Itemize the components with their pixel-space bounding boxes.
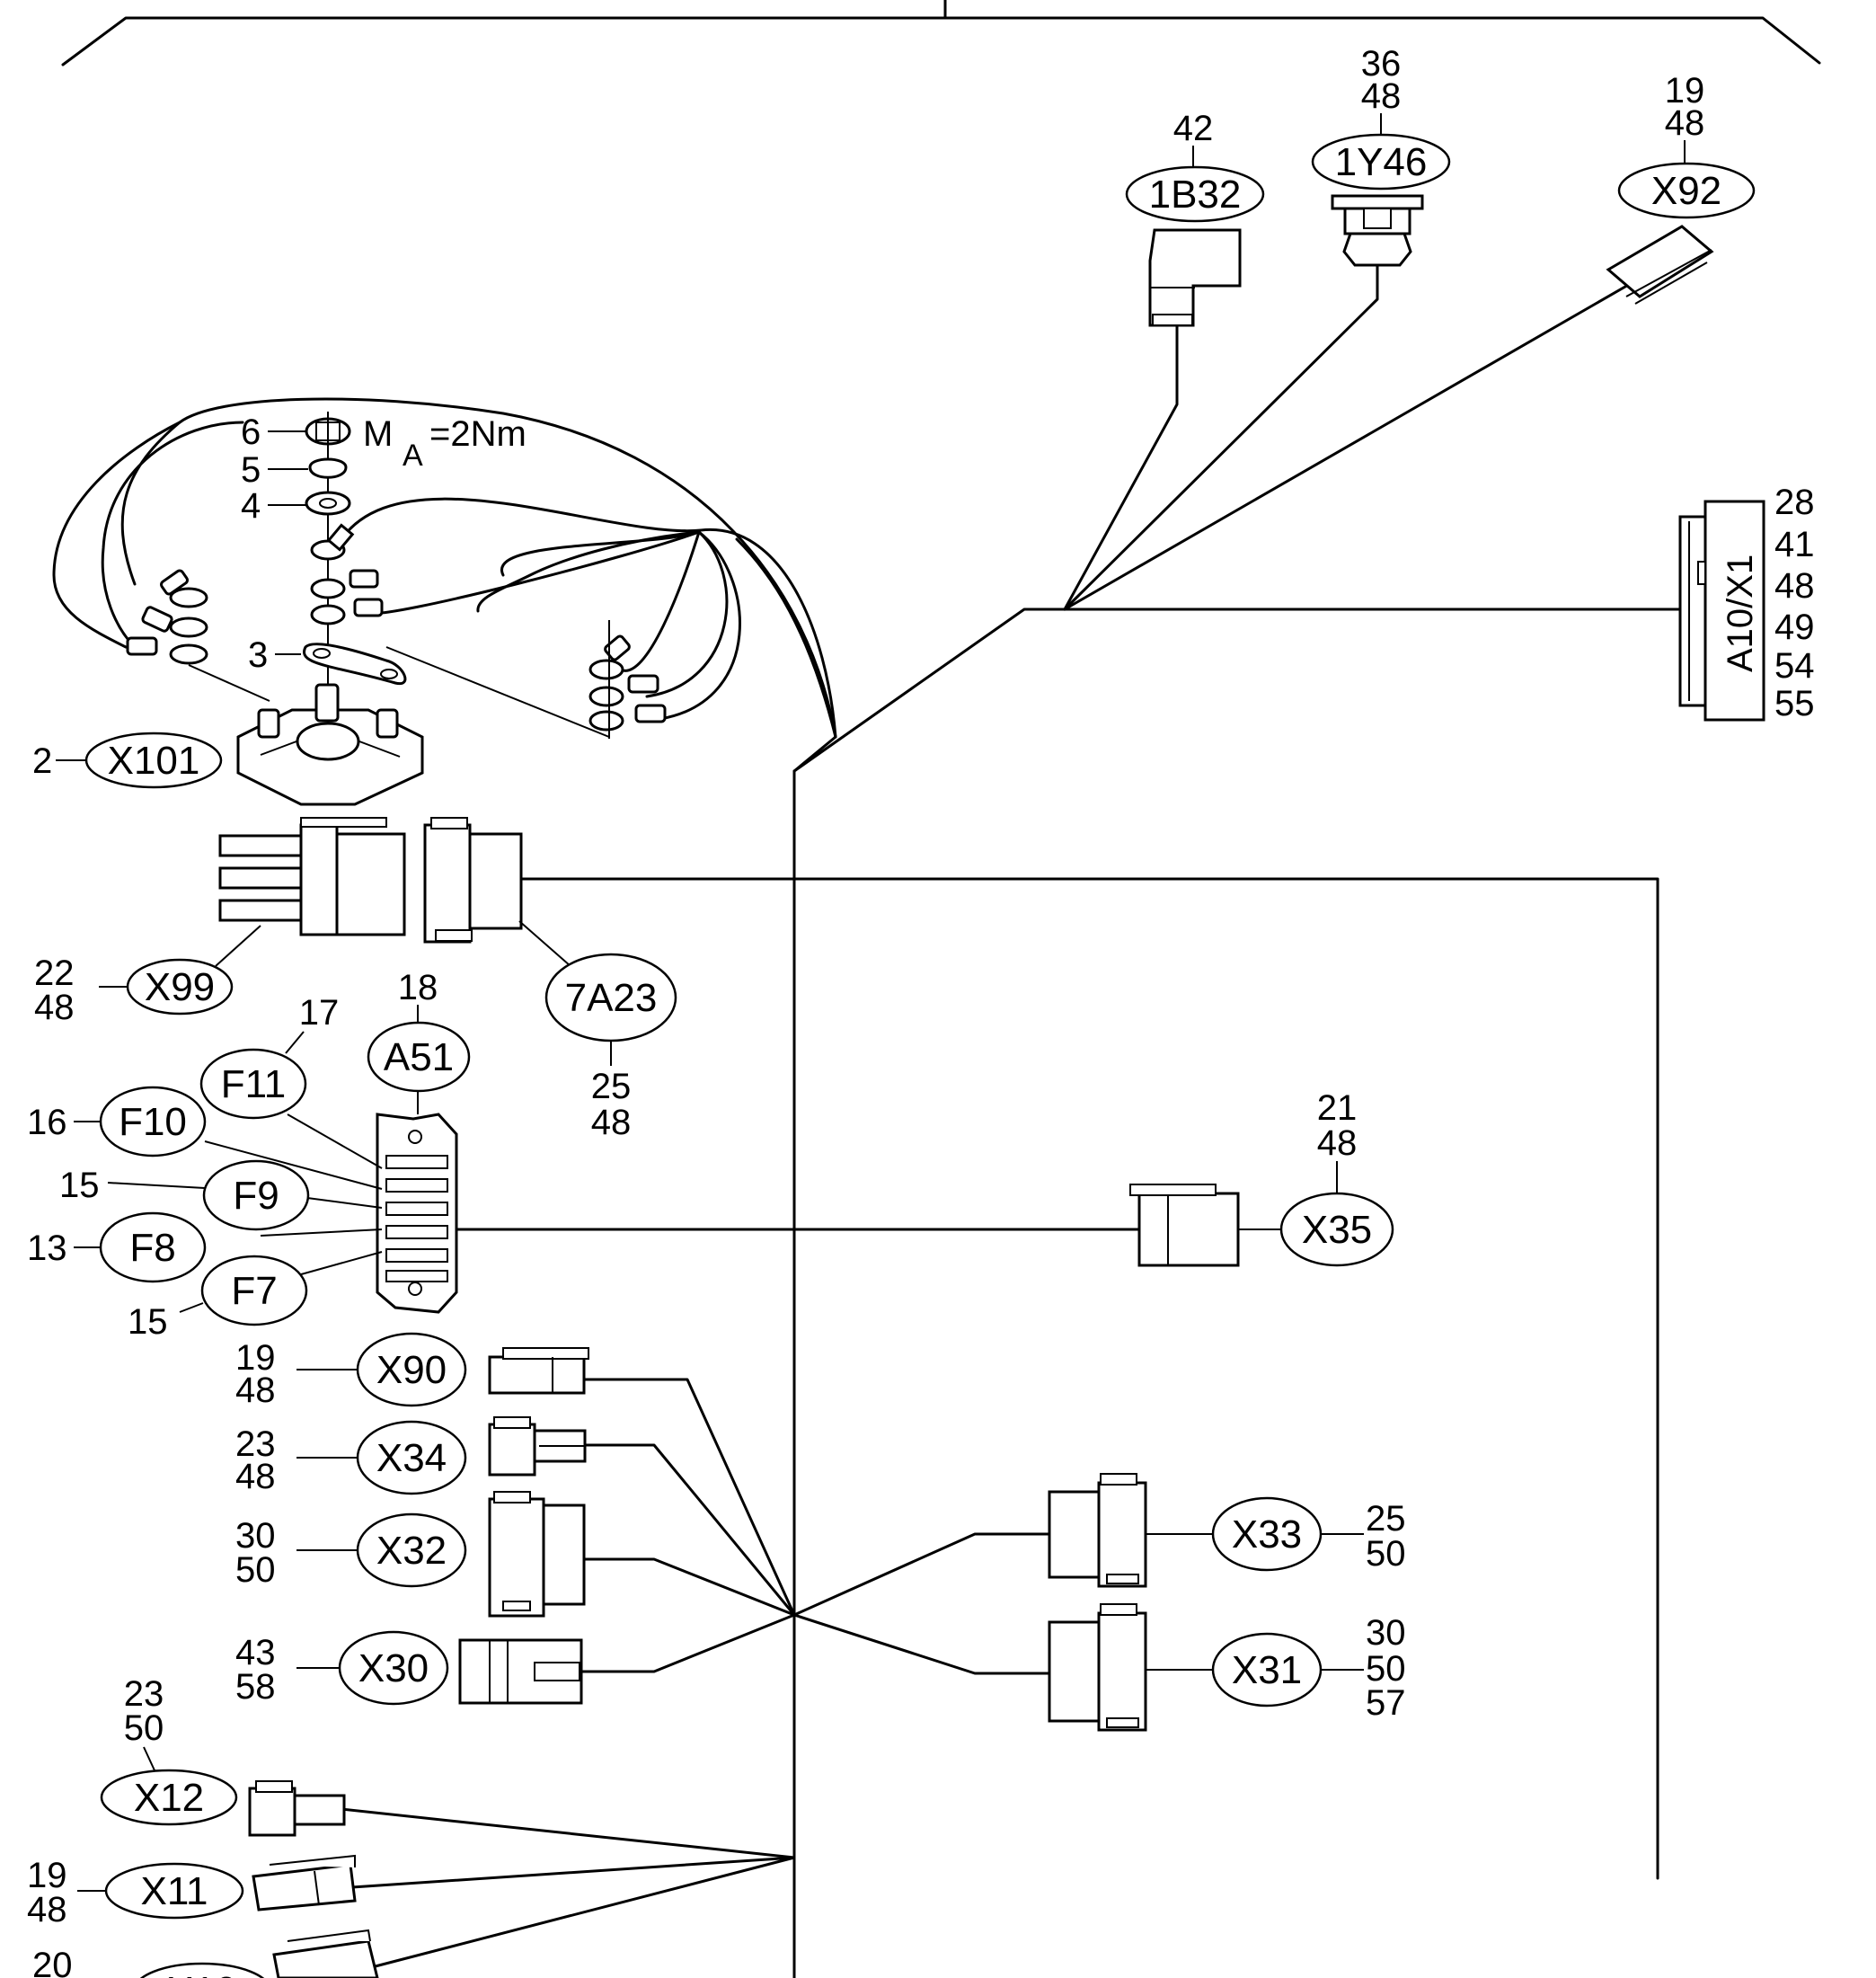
x32-ref-2: 50 xyxy=(235,1550,276,1590)
x31-ref-1: 30 xyxy=(1366,1613,1406,1653)
a51-ref: 18 xyxy=(398,968,438,1007)
connector-x35[interactable] xyxy=(1129,1184,1280,1267)
connector-x32[interactable] xyxy=(488,1491,586,1618)
x101-ref: 2 xyxy=(32,741,52,781)
connector-7a23[interactable] xyxy=(423,817,571,967)
connector-1b32[interactable] xyxy=(1148,228,1242,327)
connector-x90[interactable] xyxy=(488,1347,589,1395)
x90-ref-2: 48 xyxy=(235,1370,276,1410)
f10-ref: 16 xyxy=(27,1103,67,1142)
a10-x1-tag: A10/X1 xyxy=(1721,554,1760,672)
fuse-block-a51[interactable] xyxy=(204,1074,458,1314)
x32-ref-1: 30 xyxy=(235,1516,276,1556)
torque-value: =2Nm xyxy=(429,414,527,454)
x30-ref-2: 58 xyxy=(235,1667,276,1707)
connector-x99[interactable] xyxy=(215,817,406,967)
stud-hardware-stack xyxy=(305,412,384,737)
1b32-tag: 1B32 xyxy=(1149,173,1242,217)
link-plate xyxy=(188,643,610,738)
a51-tag: A51 xyxy=(384,1035,454,1079)
x33-tag: X33 xyxy=(1232,1512,1302,1557)
7a23-ref-1: 25 xyxy=(591,1067,632,1106)
connector-x33[interactable] xyxy=(1048,1473,1213,1588)
7a23-tag: 7A23 xyxy=(565,976,658,1020)
x10-ref-1: 20 xyxy=(32,1946,73,1978)
x34-tag: X34 xyxy=(376,1436,447,1480)
ring-terminal-wires xyxy=(52,397,837,739)
a10-x1-ref-1: 28 xyxy=(1774,483,1815,522)
x92-tag: X92 xyxy=(1651,169,1721,213)
x12-tag: X12 xyxy=(134,1776,204,1820)
labels: 6 5 4 3 M A =2Nm 2 X101 42 1B32 36 48 1Y… xyxy=(27,44,1815,1978)
a10-x1-ref-6: 55 xyxy=(1774,684,1815,723)
x35-ref-2: 48 xyxy=(1317,1123,1358,1163)
x31-tag: X31 xyxy=(1232,1648,1302,1692)
x32-tag: X32 xyxy=(376,1529,447,1573)
1y46-ref-2: 48 xyxy=(1361,76,1402,116)
f9-ref: 15 xyxy=(59,1166,100,1205)
f10-tag: F10 xyxy=(119,1100,187,1144)
connector-x10[interactable] xyxy=(272,1929,379,1978)
connector-a10-x1[interactable] xyxy=(1678,500,1765,722)
f11-ref: 17 xyxy=(299,993,340,1033)
f7-ref: 15 xyxy=(128,1302,168,1342)
x30-tag: X30 xyxy=(358,1646,429,1690)
a10-x1-ref-3: 48 xyxy=(1774,566,1815,606)
connector-x11[interactable] xyxy=(252,1854,357,1911)
harness-trunk xyxy=(340,259,1682,1978)
part-number-link-plate: 3 xyxy=(248,635,268,675)
x101-tag: X101 xyxy=(108,739,200,783)
x31-ref-2: 50 xyxy=(1366,1649,1406,1689)
1b32-ref: 42 xyxy=(1173,109,1214,148)
left-ring-terminals xyxy=(126,569,208,665)
x31-ref-3: 57 xyxy=(1366,1683,1406,1723)
f7-tag: F7 xyxy=(231,1269,277,1313)
f9-tag: F9 xyxy=(233,1174,279,1218)
x33-ref-2: 50 xyxy=(1366,1534,1406,1574)
part-number-washer: 4 xyxy=(241,486,261,526)
f8-tag: F8 xyxy=(129,1226,175,1270)
x11-ref-2: 48 xyxy=(27,1890,67,1929)
7a23-ref-2: 48 xyxy=(591,1103,632,1142)
connector-x30[interactable] xyxy=(458,1638,583,1705)
x11-ref-1: 19 xyxy=(27,1856,67,1895)
x99-ref-2: 48 xyxy=(34,988,75,1027)
x12-ref-1: 23 xyxy=(124,1674,164,1714)
right-ring-terminals xyxy=(588,620,667,739)
torque-prefix: M xyxy=(363,414,393,454)
part-number-lock-washer: 5 xyxy=(241,450,261,490)
1y46-ref-1: 36 xyxy=(1361,44,1402,84)
terminal-block-x101[interactable] xyxy=(236,683,424,806)
connector-1y46[interactable] xyxy=(1331,194,1424,267)
x35-tag: X35 xyxy=(1302,1208,1372,1252)
a10-x1-ref-4: 49 xyxy=(1774,608,1815,647)
x30-ref-1: 43 xyxy=(235,1633,276,1672)
x90-tag: X90 xyxy=(376,1348,447,1392)
x34-ref-1: 23 xyxy=(235,1424,276,1464)
connector-x31[interactable] xyxy=(1048,1603,1213,1732)
a10-x1-ref-5: 54 xyxy=(1774,646,1815,686)
connector-x34[interactable] xyxy=(488,1416,587,1477)
x99-ref-1: 22 xyxy=(34,954,75,993)
part-number-nut: 6 xyxy=(241,412,261,452)
x35-ref-1: 21 xyxy=(1317,1088,1358,1128)
x12-ref-2: 50 xyxy=(124,1708,164,1748)
x90-ref-1: 19 xyxy=(235,1338,276,1378)
f8-ref: 13 xyxy=(27,1228,67,1268)
x33-ref-1: 25 xyxy=(1366,1499,1406,1539)
f11-tag: F11 xyxy=(221,1062,287,1106)
connector-x92[interactable] xyxy=(1606,225,1714,305)
torque-subscript: A xyxy=(403,439,423,473)
x10-tag: X10 xyxy=(167,1969,237,1978)
connector-x12[interactable] xyxy=(248,1780,346,1837)
top-frame xyxy=(61,0,1821,67)
x92-ref-1: 19 xyxy=(1665,71,1705,111)
x11-tag: X11 xyxy=(140,1869,208,1913)
x34-ref-2: 48 xyxy=(235,1457,276,1496)
x92-ref-2: 48 xyxy=(1665,103,1705,143)
a10-x1-ref-2: 41 xyxy=(1774,525,1815,564)
x99-tag: X99 xyxy=(145,965,215,1009)
1y46-tag: 1Y46 xyxy=(1335,140,1428,184)
